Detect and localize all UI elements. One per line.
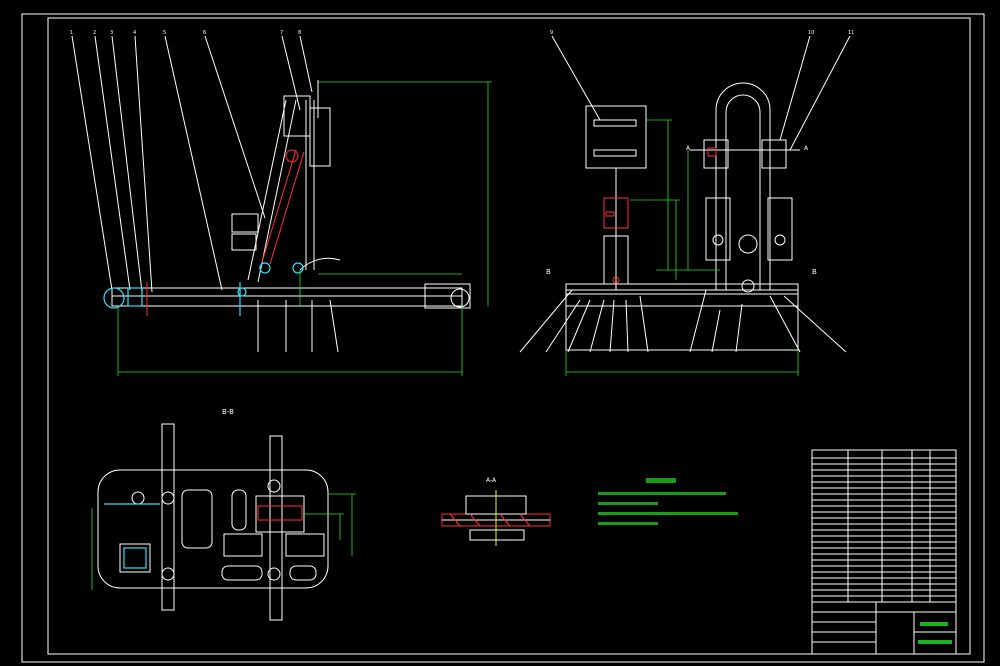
svg-text:2: 2 bbox=[93, 30, 96, 36]
svg-text:1: 1 bbox=[70, 30, 73, 36]
base-rail bbox=[111, 287, 463, 307]
svg-text:10: 10 bbox=[808, 30, 814, 36]
left-wheel bbox=[103, 287, 125, 309]
svg-text:3: 3 bbox=[110, 30, 113, 36]
svg-text:11: 11 bbox=[848, 30, 854, 36]
bb-plate-outline bbox=[97, 469, 329, 589]
front-balloons: 1 2 3 4 5 6 7 8 bbox=[70, 30, 301, 36]
front-bottom-leaders bbox=[257, 299, 339, 353]
section-bb-label: B-B bbox=[222, 408, 234, 416]
upright-clamps bbox=[237, 262, 304, 297]
parts-list-table bbox=[811, 449, 957, 603]
outer-border bbox=[21, 13, 985, 663]
side-dimensions bbox=[565, 119, 799, 376]
bb-dimensions bbox=[91, 493, 356, 590]
side-view: 9 10 11 bbox=[519, 30, 854, 376]
svg-text:8: 8 bbox=[298, 30, 301, 36]
cut-label-b-left: B bbox=[546, 268, 551, 276]
u-handle bbox=[715, 82, 771, 290]
svg-text:7: 7 bbox=[280, 30, 283, 36]
upright-frame bbox=[231, 80, 341, 283]
side-balloons: 9 10 11 bbox=[550, 30, 854, 36]
front-view: 1 2 3 4 5 6 7 8 bbox=[70, 30, 492, 376]
inner-border bbox=[47, 17, 971, 655]
cut-label-a-right: A bbox=[804, 145, 809, 152]
front-leader-lines bbox=[71, 35, 313, 293]
section-aa-label: A-A bbox=[486, 477, 497, 484]
section-aa-view: A-A bbox=[441, 477, 551, 546]
upright-cylinder bbox=[261, 149, 305, 265]
svg-text:6: 6 bbox=[203, 30, 206, 36]
front-dimensions bbox=[117, 81, 492, 376]
technical-notes bbox=[598, 478, 738, 525]
side-base-plate bbox=[565, 289, 799, 351]
cut-label-b-right: B bbox=[812, 268, 817, 276]
cut-label-a-left: A bbox=[686, 145, 691, 152]
section-bb-view: B-B bbox=[91, 408, 356, 621]
svg-text:9: 9 bbox=[550, 30, 553, 36]
svg-text:4: 4 bbox=[133, 30, 136, 36]
side-bottom-leaders bbox=[519, 289, 847, 353]
svg-text:5: 5 bbox=[163, 30, 166, 36]
side-red-marks bbox=[605, 147, 717, 284]
title-block bbox=[811, 601, 957, 655]
